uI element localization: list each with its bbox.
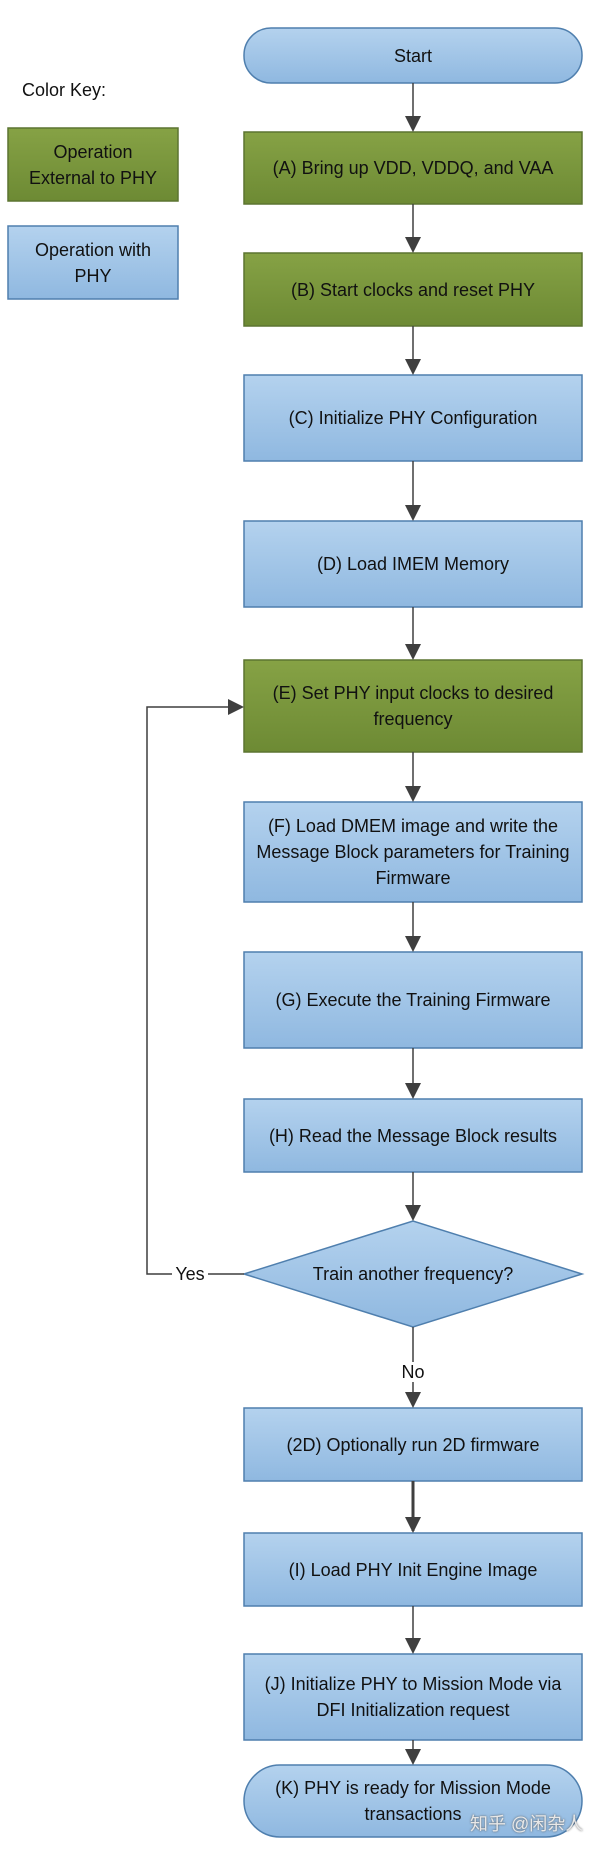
step-g-box <box>243 951 583 1049</box>
step-a-label: (A) Bring up VDD, VDDQ, and VAA <box>272 158 554 178</box>
key-with-phy-label: Operation with PHY <box>34 239 152 286</box>
key-with-phy-swatch <box>7 225 179 300</box>
key-external-label: Operation External to PHY <box>28 141 158 188</box>
key-external-swatch <box>7 127 179 202</box>
step-d-label: (D) Load IMEM Memory <box>316 554 510 574</box>
color-key-title: Color Key: <box>22 80 107 100</box>
step-i-box <box>243 1532 583 1607</box>
decision-label: Train another frequency? <box>312 1264 514 1284</box>
arrow-yes-loop-back <box>146 699 244 1275</box>
start-label: Start <box>393 45 432 66</box>
step-c-label: (C) Initialize PHY Configuration <box>288 408 538 428</box>
step-j-box <box>243 1653 583 1741</box>
watermark: 知乎 @闲杂人 <box>470 1814 584 1834</box>
edge-yes-label: Yes <box>175 1264 205 1284</box>
step-f-box <box>243 801 583 903</box>
step-h-label: (H) Read the Message Block results <box>268 1125 558 1146</box>
step-f-label: (F) Load DMEM image and write the Messag… <box>256 816 570 888</box>
step-2d-box <box>243 1407 583 1482</box>
decision-diamond <box>241 1220 585 1328</box>
edge-no-label: No <box>401 1362 425 1382</box>
step-b-label: (B) Start clocks and reset PHY <box>290 279 536 300</box>
step-k-label: (K) PHY is ready for Mission Mode transa… <box>275 1778 551 1824</box>
step-i-label: (I) Load PHY Init Engine Image <box>288 1559 538 1580</box>
step-a-box <box>243 131 583 205</box>
step-e-label: (E) Set PHY input clocks to desired freq… <box>272 683 554 729</box>
step-e-box <box>243 659 583 753</box>
step-j-label: (J) Initialize PHY to Mission Mode via D… <box>264 1674 562 1720</box>
step-2d-label: (2D) Optionally run 2D firmware <box>286 1434 540 1455</box>
step-g-label: (G) Execute the Training Firmware <box>275 990 551 1010</box>
step-h-box <box>243 1098 583 1173</box>
end-terminator <box>243 1764 583 1838</box>
